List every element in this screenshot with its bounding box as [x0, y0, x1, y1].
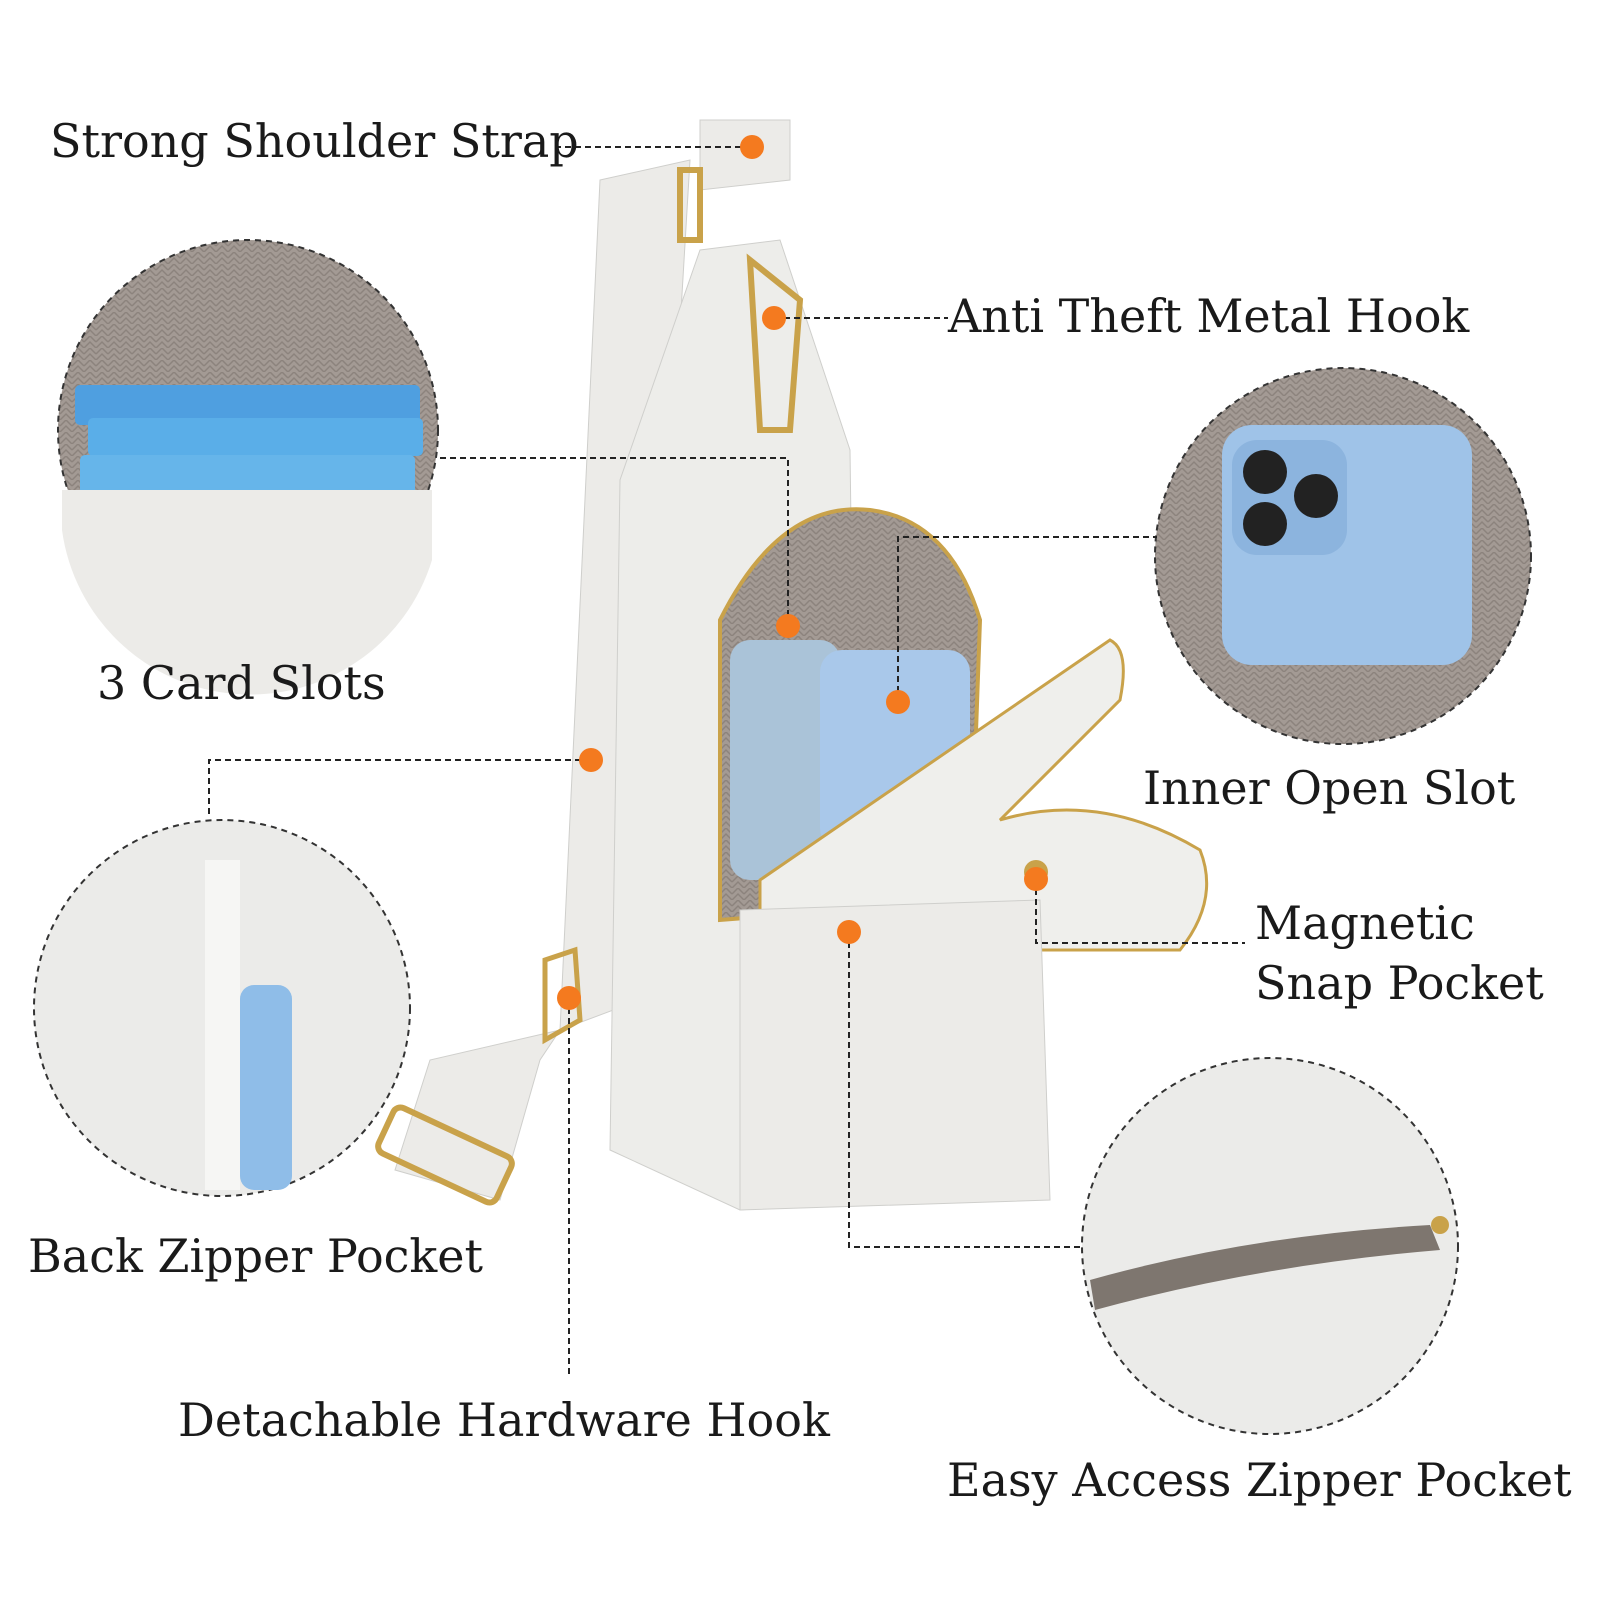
label-magnetic-line2: Snap Pocket	[1255, 956, 1544, 1010]
label-easy-access-pocket: Easy Access Zipper Pocket	[947, 1453, 1572, 1507]
label-back-zipper-pocket: Back Zipper Pocket	[28, 1229, 484, 1283]
label-anti-theft-hook: Anti Theft Metal Hook	[948, 289, 1470, 343]
callout-dot	[579, 748, 603, 772]
callout-dots	[557, 135, 1048, 1010]
inner-slot-detail-circle	[1154, 367, 1532, 745]
callout-dot	[1024, 867, 1048, 891]
callout-dot	[557, 986, 581, 1010]
callout-dot	[776, 614, 800, 638]
callout-dot	[886, 690, 910, 714]
easy-zipper-detail-circle	[1081, 1057, 1459, 1435]
callout-dot	[740, 135, 764, 159]
back-zipper-detail-circle	[33, 819, 411, 1197]
label-detachable-hook: Detachable Hardware Hook	[178, 1393, 830, 1447]
sling-bag	[375, 119, 1209, 1211]
card-slots-detail-circle	[57, 239, 439, 695]
label-strong-shoulder-strap: Strong Shoulder Strap	[50, 114, 579, 168]
callout-dot	[762, 306, 786, 330]
label-card-slots: 3 Card Slots	[97, 656, 386, 710]
label-inner-open-slot: Inner Open Slot	[1143, 761, 1516, 815]
callout-dot	[837, 920, 861, 944]
leader-lines	[208, 146, 1245, 1375]
label-magnetic-line1: Magnetic	[1255, 896, 1475, 950]
